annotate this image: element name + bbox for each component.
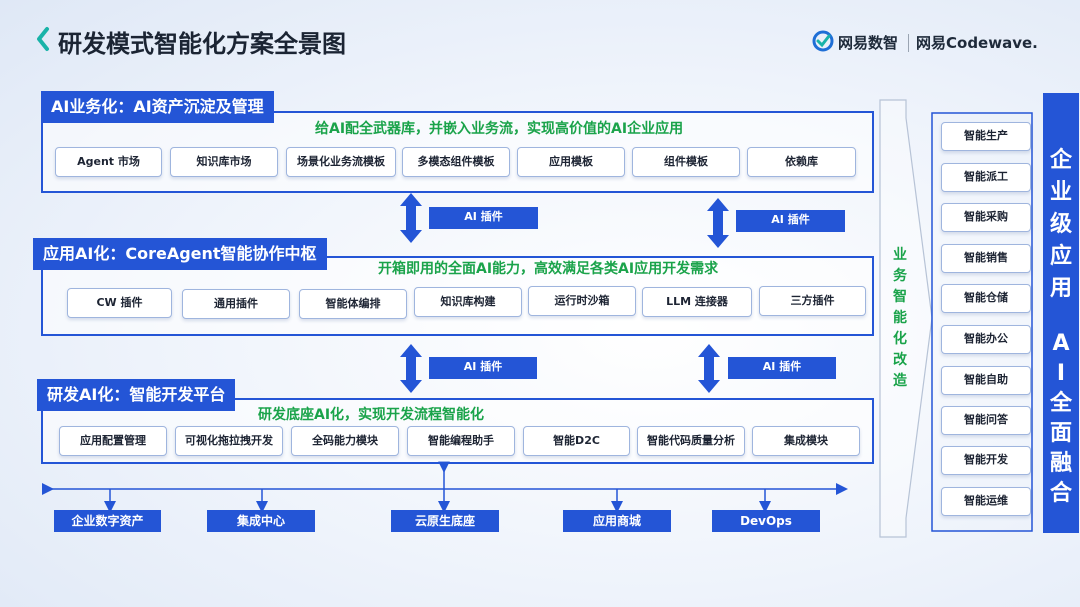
chip-full-code-module: 全码能力模块 xyxy=(291,426,399,456)
layer-ai-business-slogan: 给AI配全武器库，并嵌入业务流，实现高价值的AI企业应用 xyxy=(315,121,684,137)
layer-dev-ai-tag: 研发AI化：智能开发平台 xyxy=(37,379,236,411)
chip-cw-plugin: CW 插件 xyxy=(67,288,172,318)
enterprise-ai-fusion-column: 企业级应用 AI全面融合 xyxy=(1043,93,1079,533)
app-smart-dispatch: 智能派工 xyxy=(941,163,1031,192)
base-devops: DevOps xyxy=(712,510,820,532)
netease-shuzhi-logo-icon xyxy=(812,30,834,52)
chip-visual-drag-drop-dev: 可视化拖拉拽开发 xyxy=(175,426,283,456)
chip-multimodal-component-template: 多模态组件模板 xyxy=(402,147,510,177)
ai-plugin-label: AI 插件 xyxy=(728,357,836,379)
chip-agent-orchestration: 智能体编排 xyxy=(299,289,407,319)
base-app-store: 应用商城 xyxy=(563,510,671,532)
chip-knowledge-base-build: 知识库构建 xyxy=(414,287,522,317)
app-smart-office: 智能办公 xyxy=(941,325,1031,354)
layer-app-ai-tag: 应用AI化：CoreAgent智能协作中枢 xyxy=(33,238,327,270)
chip-ai-coding-assistant: 智能编程助手 xyxy=(407,426,515,456)
app-smart-procurement: 智能采购 xyxy=(941,203,1031,232)
app-smart-development: 智能开发 xyxy=(941,446,1031,475)
logo-divider xyxy=(908,34,909,52)
logo-netease-shuzhi: 网易数智 xyxy=(838,34,899,52)
app-smart-self-service: 智能自助 xyxy=(941,366,1031,395)
chip-code-quality-analysis: 智能代码质量分析 xyxy=(637,426,745,456)
app-smart-qa: 智能问答 xyxy=(941,406,1031,435)
chip-smart-d2c: 智能D2C xyxy=(523,426,630,456)
app-smart-production: 智能生产 xyxy=(941,122,1031,151)
back-chevron-icon[interactable] xyxy=(34,26,52,52)
layer-app-ai-slogan: 开箱即用的全面AI能力，高效满足各类AI应用开发需求 xyxy=(378,261,719,277)
chip-third-party-plugin: 三方插件 xyxy=(759,286,866,316)
ai-plugin-label: AI 插件 xyxy=(429,207,538,229)
chip-app-template: 应用模板 xyxy=(517,147,625,177)
base-integration-center: 集成中心 xyxy=(207,510,315,532)
base-enterprise-digital-assets: 企业数字资产 xyxy=(54,510,161,532)
chip-component-template: 组件模板 xyxy=(632,147,740,177)
logo-netease-codewave: 网易Codewave. xyxy=(916,34,1038,52)
business-transformation-label: 业务智能化改造 xyxy=(893,247,907,389)
page-title: 研发模式智能化方案全景图 xyxy=(58,30,346,58)
chip-general-plugin: 通用插件 xyxy=(182,289,290,319)
chip-dependency-library: 依赖库 xyxy=(747,147,856,177)
layer-dev-ai-slogan: 研发底座AI化，实现开发流程智能化 xyxy=(258,407,485,423)
layer-ai-business-tag: AI业务化：AI资产沉淀及管理 xyxy=(41,91,274,123)
ai-plugin-label: AI 插件 xyxy=(736,210,845,232)
ai-fusion-heading: AI全面融合 xyxy=(1049,331,1072,506)
app-smart-sales: 智能销售 xyxy=(941,244,1031,273)
app-smart-warehouse: 智能仓储 xyxy=(941,284,1031,313)
chip-llm-connector: LLM 连接器 xyxy=(642,287,752,317)
chip-scenario-workflow-template: 场景化业务流模板 xyxy=(286,147,396,177)
chip-agent-market: Agent 市场 xyxy=(55,147,162,177)
chip-runtime-sandbox: 运行时沙箱 xyxy=(528,286,636,316)
enterprise-app-heading: 企业级应用 xyxy=(1050,148,1073,301)
base-cloud-native-foundation: 云原生底座 xyxy=(391,510,499,532)
chip-knowledge-market: 知识库市场 xyxy=(170,147,278,177)
chip-app-config-management: 应用配置管理 xyxy=(59,426,167,456)
chip-integration-module: 集成模块 xyxy=(752,426,860,456)
ai-plugin-label: AI 插件 xyxy=(429,357,537,379)
app-smart-operations: 智能运维 xyxy=(941,487,1031,516)
